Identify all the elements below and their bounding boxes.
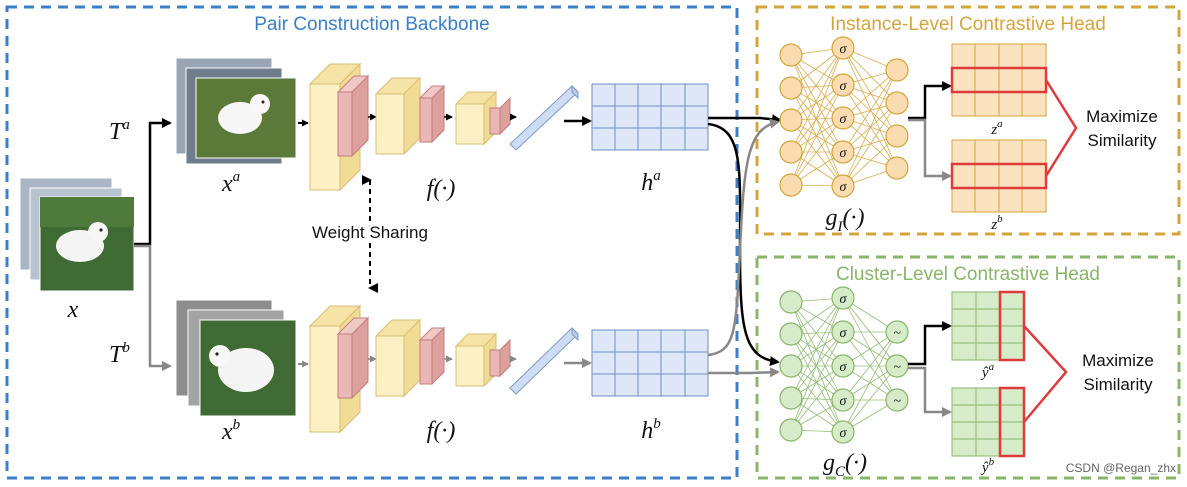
instance-similarity-connector: [1044, 79, 1078, 177]
backbone-title: Pair Construction Backbone: [254, 14, 490, 35]
svg-text:σ: σ: [840, 326, 848, 341]
embedding-grid-zb: [951, 139, 1047, 213]
svg-text:σ: σ: [840, 360, 848, 375]
label-f-bottom: f(·): [427, 418, 456, 444]
svg-text:σ: σ: [840, 180, 848, 195]
svg-text:σ: σ: [840, 394, 848, 409]
cluster-maximize-line2: Similarity: [1084, 375, 1153, 394]
ha-to-cluster-head: [707, 122, 780, 367]
hb-to-instance-head: [707, 118, 780, 357]
label-hb: hb: [641, 416, 661, 444]
encoder-bottom: [308, 304, 579, 434]
label-yb: ŷb: [980, 456, 995, 476]
watermark: CSDN @Regan_zhx: [1066, 461, 1176, 475]
ha-to-instance-head: [708, 114, 782, 125]
instance-maximize-line2: Similarity: [1088, 131, 1157, 150]
svg-text:σ: σ: [840, 112, 848, 127]
cluster-head-title: Cluster-Level Contrastive Head: [836, 264, 1100, 285]
label-f-top: f(·): [427, 176, 456, 202]
augmented-image-stack-b: [175, 299, 297, 417]
representation-grid-ha: [591, 83, 709, 151]
cluster-maximize-line1: Maximize: [1082, 351, 1154, 370]
augmented-image-stack-a: [175, 57, 297, 165]
cluster-split-gray: [908, 366, 952, 417]
label-gI: gI(·): [826, 205, 865, 235]
cluster-split-black: [908, 321, 952, 366]
svg-text:σ: σ: [840, 292, 848, 307]
branch-line-a: [134, 118, 172, 246]
label-xa: xa: [221, 169, 240, 197]
instance-head-title: Instance-Level Contrastive Head: [830, 14, 1106, 35]
svg-text:σ: σ: [840, 79, 848, 94]
embedding-grid-za: [951, 43, 1047, 117]
instance-head-section-box: [755, 5, 1181, 236]
label-ya: ŷa: [980, 361, 995, 381]
cluster-grid-yb: [951, 387, 1025, 457]
svg-text:~: ~: [893, 394, 901, 409]
backbone-section-box: [5, 5, 739, 480]
label-gC: gC(·): [823, 450, 867, 480]
label-ha: ha: [641, 168, 661, 196]
instance-mlp: σ σ σ σ σ: [779, 36, 909, 198]
cluster-head-section-box: [755, 255, 1181, 480]
encoder-top: [308, 62, 579, 192]
cluster-similarity-connector: [1023, 325, 1068, 423]
input-image-stack: [19, 177, 135, 292]
branch-line-b: [134, 244, 172, 371]
cluster-grid-ya: [951, 291, 1025, 361]
svg-text:σ: σ: [840, 146, 848, 161]
svg-text:σ: σ: [840, 426, 848, 441]
instance-maximize-line1: Maximize: [1086, 107, 1158, 126]
representation-grid-hb: [591, 329, 709, 397]
instance-split-black: [908, 81, 952, 120]
label-Ta: Ta: [109, 117, 130, 145]
weight-sharing-label: Weight Sharing: [312, 223, 428, 242]
cluster-mlp: σ σ σ σ σ ~ ~ ~: [779, 286, 909, 444]
hb-to-cluster-head: [708, 367, 780, 378]
label-za: za: [990, 118, 1003, 138]
label-x: x: [67, 297, 79, 323]
instance-split-gray: [908, 118, 952, 181]
label-xb: xb: [221, 417, 241, 445]
label-Tb: Tb: [109, 340, 130, 368]
svg-text:~: ~: [893, 326, 901, 341]
svg-text:~: ~: [893, 360, 901, 375]
svg-text:σ: σ: [840, 42, 848, 57]
label-zb: zb: [990, 213, 1003, 233]
